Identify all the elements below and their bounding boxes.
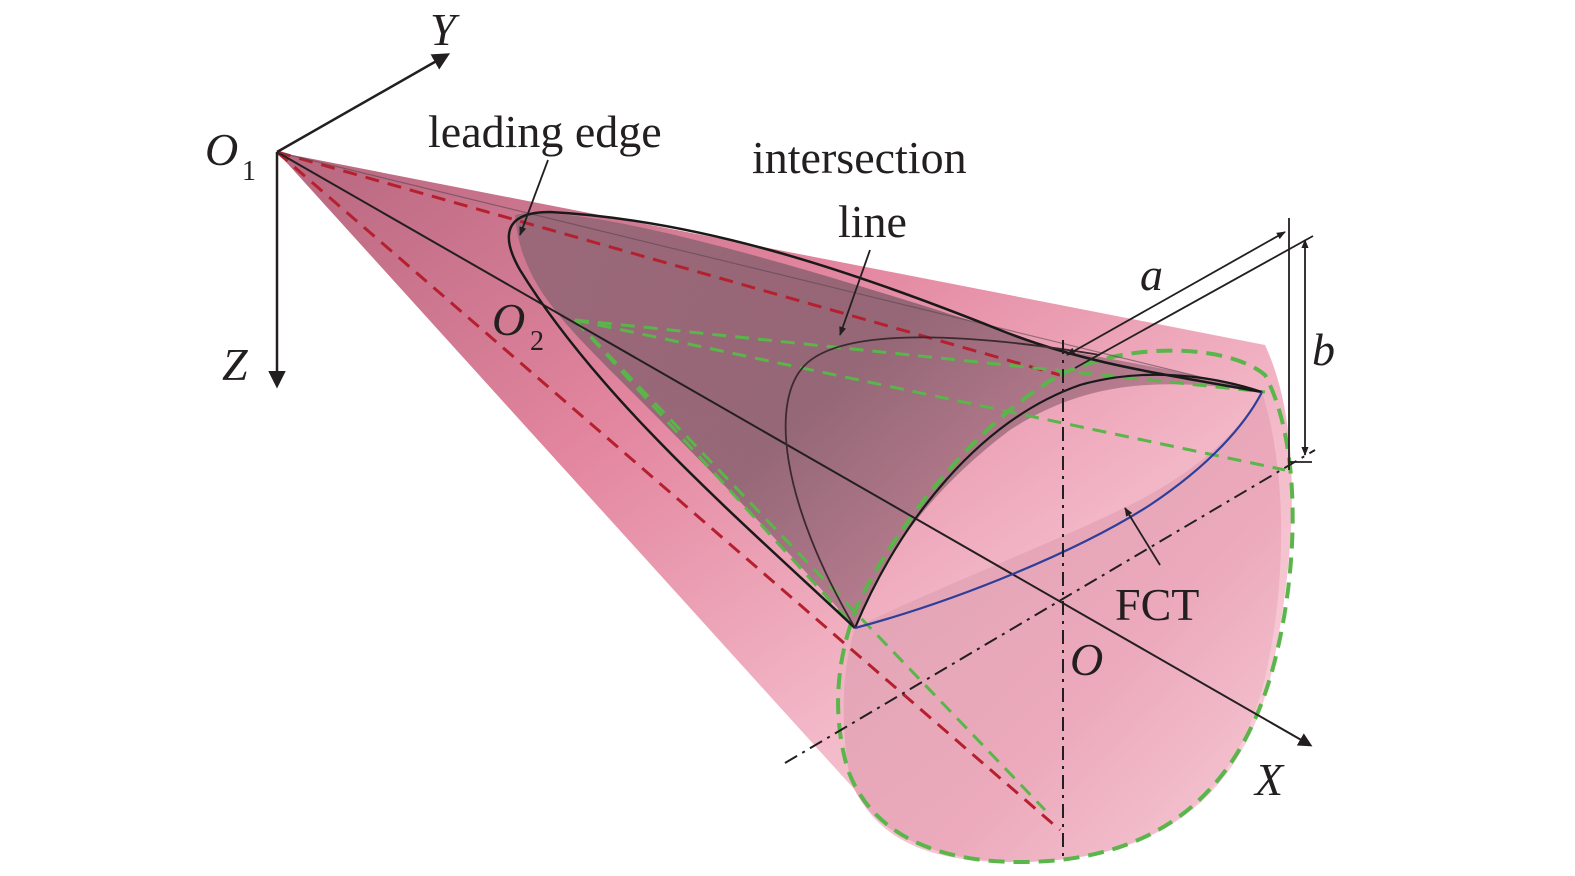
o2-label: O	[492, 294, 525, 345]
o1-subscript: 1	[242, 156, 256, 187]
dimension-b	[1290, 239, 1312, 463]
z-axis-label: Z	[222, 339, 248, 390]
fct-leader	[1124, 507, 1161, 566]
y-axis-label: Y	[430, 4, 460, 55]
trailing-edge-upper	[853, 373, 1263, 629]
o1-label: O	[205, 124, 238, 175]
o2-subscript: 2	[530, 326, 544, 357]
dimension-a-label: a	[1140, 249, 1163, 300]
y-axis	[276, 53, 451, 154]
origin-label: O	[1070, 634, 1103, 685]
leading-edge-leader	[519, 159, 549, 236]
intersection-label-line2: line	[838, 196, 907, 247]
dimension-a	[1066, 218, 1314, 470]
intersection-label-line1: intersection	[752, 132, 967, 183]
fct-label: FCT	[1115, 579, 1199, 630]
leading-edge-label: leading edge	[428, 106, 662, 157]
intersection-line-curve	[784, 336, 1101, 629]
base-region	[843, 392, 1282, 862]
x-axis-label: X	[1253, 754, 1285, 805]
waverider-upper-surface	[515, 213, 1262, 628]
section-axes	[784, 340, 1316, 862]
x-axis	[276, 151, 1313, 747]
dimension-b-label: b	[1312, 324, 1335, 375]
intersection-leader	[839, 249, 871, 336]
green-dashed-lines	[573, 318, 1286, 812]
